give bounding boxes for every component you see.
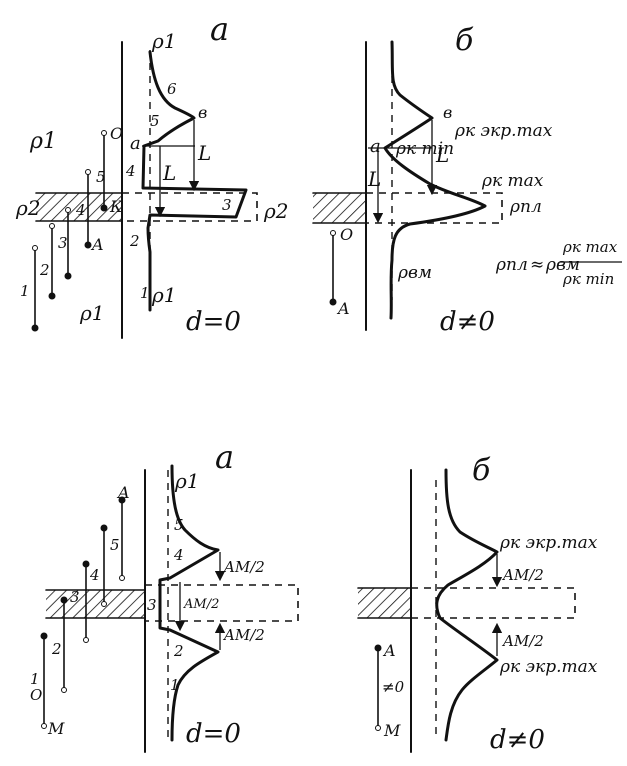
probe-num-b2: 2: [51, 640, 62, 658]
layer-hatch-top-b: [313, 193, 366, 223]
point-a-label: a: [130, 133, 141, 154]
probe-num-b5: 5: [110, 536, 120, 554]
resistivity-curve-bottom-b: [435, 468, 499, 742]
panel-bottom-b: б ρк экр.max ρк экр.max AM/2 AM/2 A ≠0 M…: [357, 453, 598, 755]
panel-letter-top-b: б: [455, 23, 474, 58]
formula-approx: ≈: [530, 255, 544, 275]
am2-lower-label-b: AM/2: [501, 632, 544, 650]
layer-hatch-top-a: [36, 193, 122, 221]
probe-set-top-a: [31, 130, 108, 332]
rho-vm-label: ρвм: [397, 263, 432, 283]
am2-mid-label: AM/2: [183, 597, 219, 612]
rho1-top-label: ρ1: [151, 29, 176, 53]
curve-num-1: 1: [140, 284, 150, 302]
probe-A-label-b: A: [336, 299, 350, 318]
rho1-lower-left-label: ρ1: [79, 301, 104, 325]
curve-num-4: 4: [125, 162, 136, 180]
curve-num-6: 6: [167, 80, 177, 98]
probe-O-label-bottom-b: ≠0: [382, 678, 405, 696]
layer-dashed-box-bottom-a: [144, 584, 299, 622]
point-b-label: в: [198, 103, 207, 122]
curve-num-b3: 3: [147, 596, 157, 614]
L-upper-label: L: [197, 141, 211, 165]
probe-num-1: 1: [20, 282, 30, 300]
point-b-label-b: в: [443, 103, 452, 122]
formula-lhs: ρпл: [495, 255, 528, 275]
rho1-left-label: ρ1: [29, 129, 57, 154]
rho1-bottom-label: ρ1: [151, 283, 176, 307]
layer-dashed-box: [121, 192, 258, 222]
condition-top-b: d≠0: [440, 307, 495, 337]
L-right-label-b: L: [435, 143, 449, 167]
point-a-label-b: a: [370, 136, 381, 157]
resistivity-curve-top-b: [383, 40, 487, 320]
condition-top-a: d=0: [186, 307, 241, 337]
probe-set-bottom-a: [40, 496, 126, 729]
probe-num-b3: 3: [70, 588, 80, 606]
curve-num-b5: 5: [174, 516, 184, 534]
probe-O-label: O: [110, 124, 123, 143]
probe-A-label-bottom-b: A: [382, 641, 396, 660]
formula-denominator: ρк min: [562, 270, 614, 288]
panel-letter-top-a: a: [210, 10, 229, 48]
curve-num-b1: 1: [170, 676, 180, 694]
resistivity-curve-bottom-a: [158, 464, 220, 742]
formula-numerator: ρк max: [562, 238, 618, 256]
rho-lower-label-bottom-b: ρк экр.max: [499, 657, 598, 677]
probe-num-b1: 1: [30, 670, 40, 688]
panel-letter-bottom-a: a: [215, 438, 234, 476]
rho-k-ekr-max-label: ρк экр.max: [454, 121, 553, 141]
panel-bottom-a: a ρ1 AM/2 AM/2 AM/2 1 2 3 4 5 1 2 3 4 5 …: [30, 438, 299, 753]
curve-num-b4: 4: [173, 546, 184, 564]
resistivity-curve-top-a: [141, 50, 248, 312]
probe-M-label-bottom: M: [47, 719, 65, 738]
curve-num-2: 2: [129, 232, 140, 250]
panel-top-a: a ρ1 ρ1 ρ1 ρ1 ρ2 ρ2 a в L L 1 2 3 4 5 6 …: [15, 10, 288, 339]
rho-k-max-label: ρк max: [481, 171, 544, 191]
layer-hatch-bottom-b: [358, 588, 411, 618]
probe-num-5: 5: [96, 168, 106, 186]
probe-O-label-b: O: [340, 225, 353, 244]
curve-num-5: 5: [150, 112, 160, 130]
curve-num-b2: 2: [173, 642, 184, 660]
probe-num-3: 3: [58, 234, 68, 252]
am2-upper-label-b: AM/2: [501, 566, 544, 584]
rho-k-min-label: ρк min: [395, 139, 454, 159]
panel-top-b: б a в ρк экр.max ρк min ρк max ρпл ρвм L…: [312, 23, 622, 337]
formula-mid: ρвм: [545, 255, 580, 275]
probe-A-label: A: [90, 235, 104, 254]
condition-bottom-b: d≠0: [490, 725, 545, 755]
probe-A-label-bottom: A: [116, 483, 130, 502]
L-left-label-b: L: [367, 167, 381, 191]
probe-M-label-bottom-b: M: [383, 721, 401, 740]
probe-num-b4: 4: [89, 566, 100, 584]
probe-O-label-bottom: O: [30, 686, 42, 704]
L-lower-label: L: [162, 161, 176, 185]
rho1-label-bottom-a: ρ1: [174, 469, 199, 493]
probe-K-label: К: [109, 197, 123, 216]
am2-lower-label: AM/2: [222, 626, 265, 644]
rho-upper-label-bottom-b: ρк экр.max: [499, 533, 598, 553]
condition-bottom-a: d=0: [186, 719, 241, 749]
curve-num-3: 3: [222, 196, 232, 214]
rho2-left-label: ρ2: [15, 196, 40, 220]
probe-num-2: 2: [39, 261, 50, 279]
rho-pl-label: ρпл: [509, 197, 542, 217]
probe-num-4: 4: [75, 201, 86, 219]
rho2-right-label: ρ2: [263, 199, 288, 223]
am2-upper-label: AM/2: [222, 558, 265, 576]
layer-dashed-box-bottom-b: [410, 587, 576, 619]
panel-letter-bottom-b: б: [472, 453, 491, 488]
layer-hatch-bottom-a: [46, 590, 145, 618]
